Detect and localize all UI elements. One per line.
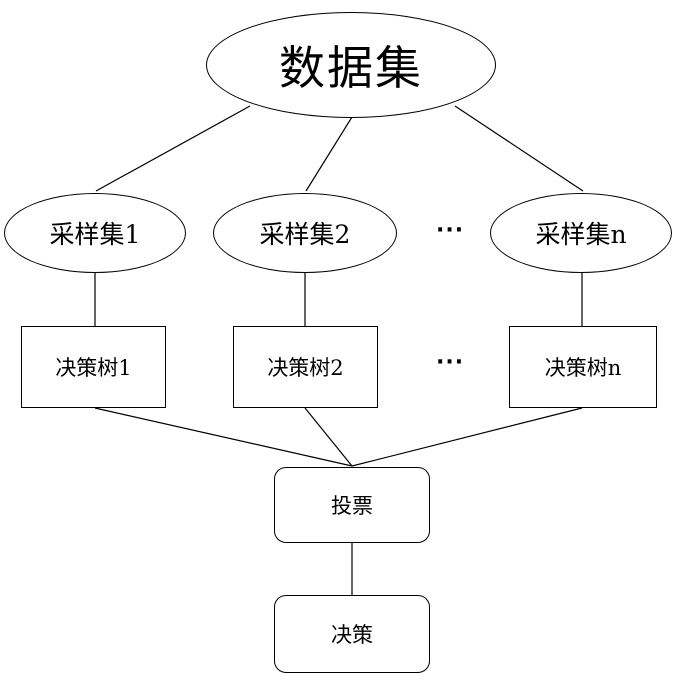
dataset-node: 数据集 bbox=[206, 12, 496, 118]
edge-root-sample-2 bbox=[305, 116, 353, 192]
decision-tree-n-node: 决策树n bbox=[509, 326, 657, 408]
edge-tree-2-vote bbox=[304, 407, 353, 467]
edge-root-sample-1 bbox=[95, 105, 251, 192]
decision-tree-1-label: 决策树1 bbox=[55, 356, 132, 380]
sample-set-n-node: 采样集n bbox=[490, 193, 672, 273]
edge-tree-1-vote bbox=[94, 407, 353, 467]
sample-set-1-label: 采样集1 bbox=[49, 220, 141, 249]
sample-set-2-node: 采样集2 bbox=[213, 193, 397, 273]
decision-tree-1-node: 决策树1 bbox=[21, 326, 166, 408]
decision-node: 决策 bbox=[274, 595, 430, 673]
sample-ellipsis: ··· bbox=[436, 218, 465, 243]
decision-tree-2-node: 决策树2 bbox=[233, 326, 378, 408]
edge-tree-n-vote bbox=[351, 407, 583, 467]
decision-tree-2-label: 决策树2 bbox=[267, 356, 344, 380]
sample-set-1-node: 采样集1 bbox=[4, 193, 186, 273]
decision-label: 决策 bbox=[331, 623, 373, 647]
vote-node: 投票 bbox=[274, 467, 430, 543]
sample-set-2-label: 采样集2 bbox=[259, 220, 351, 249]
tree-ellipsis: ··· bbox=[436, 350, 465, 375]
vote-label: 投票 bbox=[331, 494, 373, 518]
dataset-label: 数据集 bbox=[279, 41, 423, 95]
edge-root-sample-n bbox=[454, 105, 584, 192]
decision-tree-n-label: 决策树n bbox=[544, 356, 622, 380]
sample-set-n-label: 采样集n bbox=[535, 220, 627, 249]
